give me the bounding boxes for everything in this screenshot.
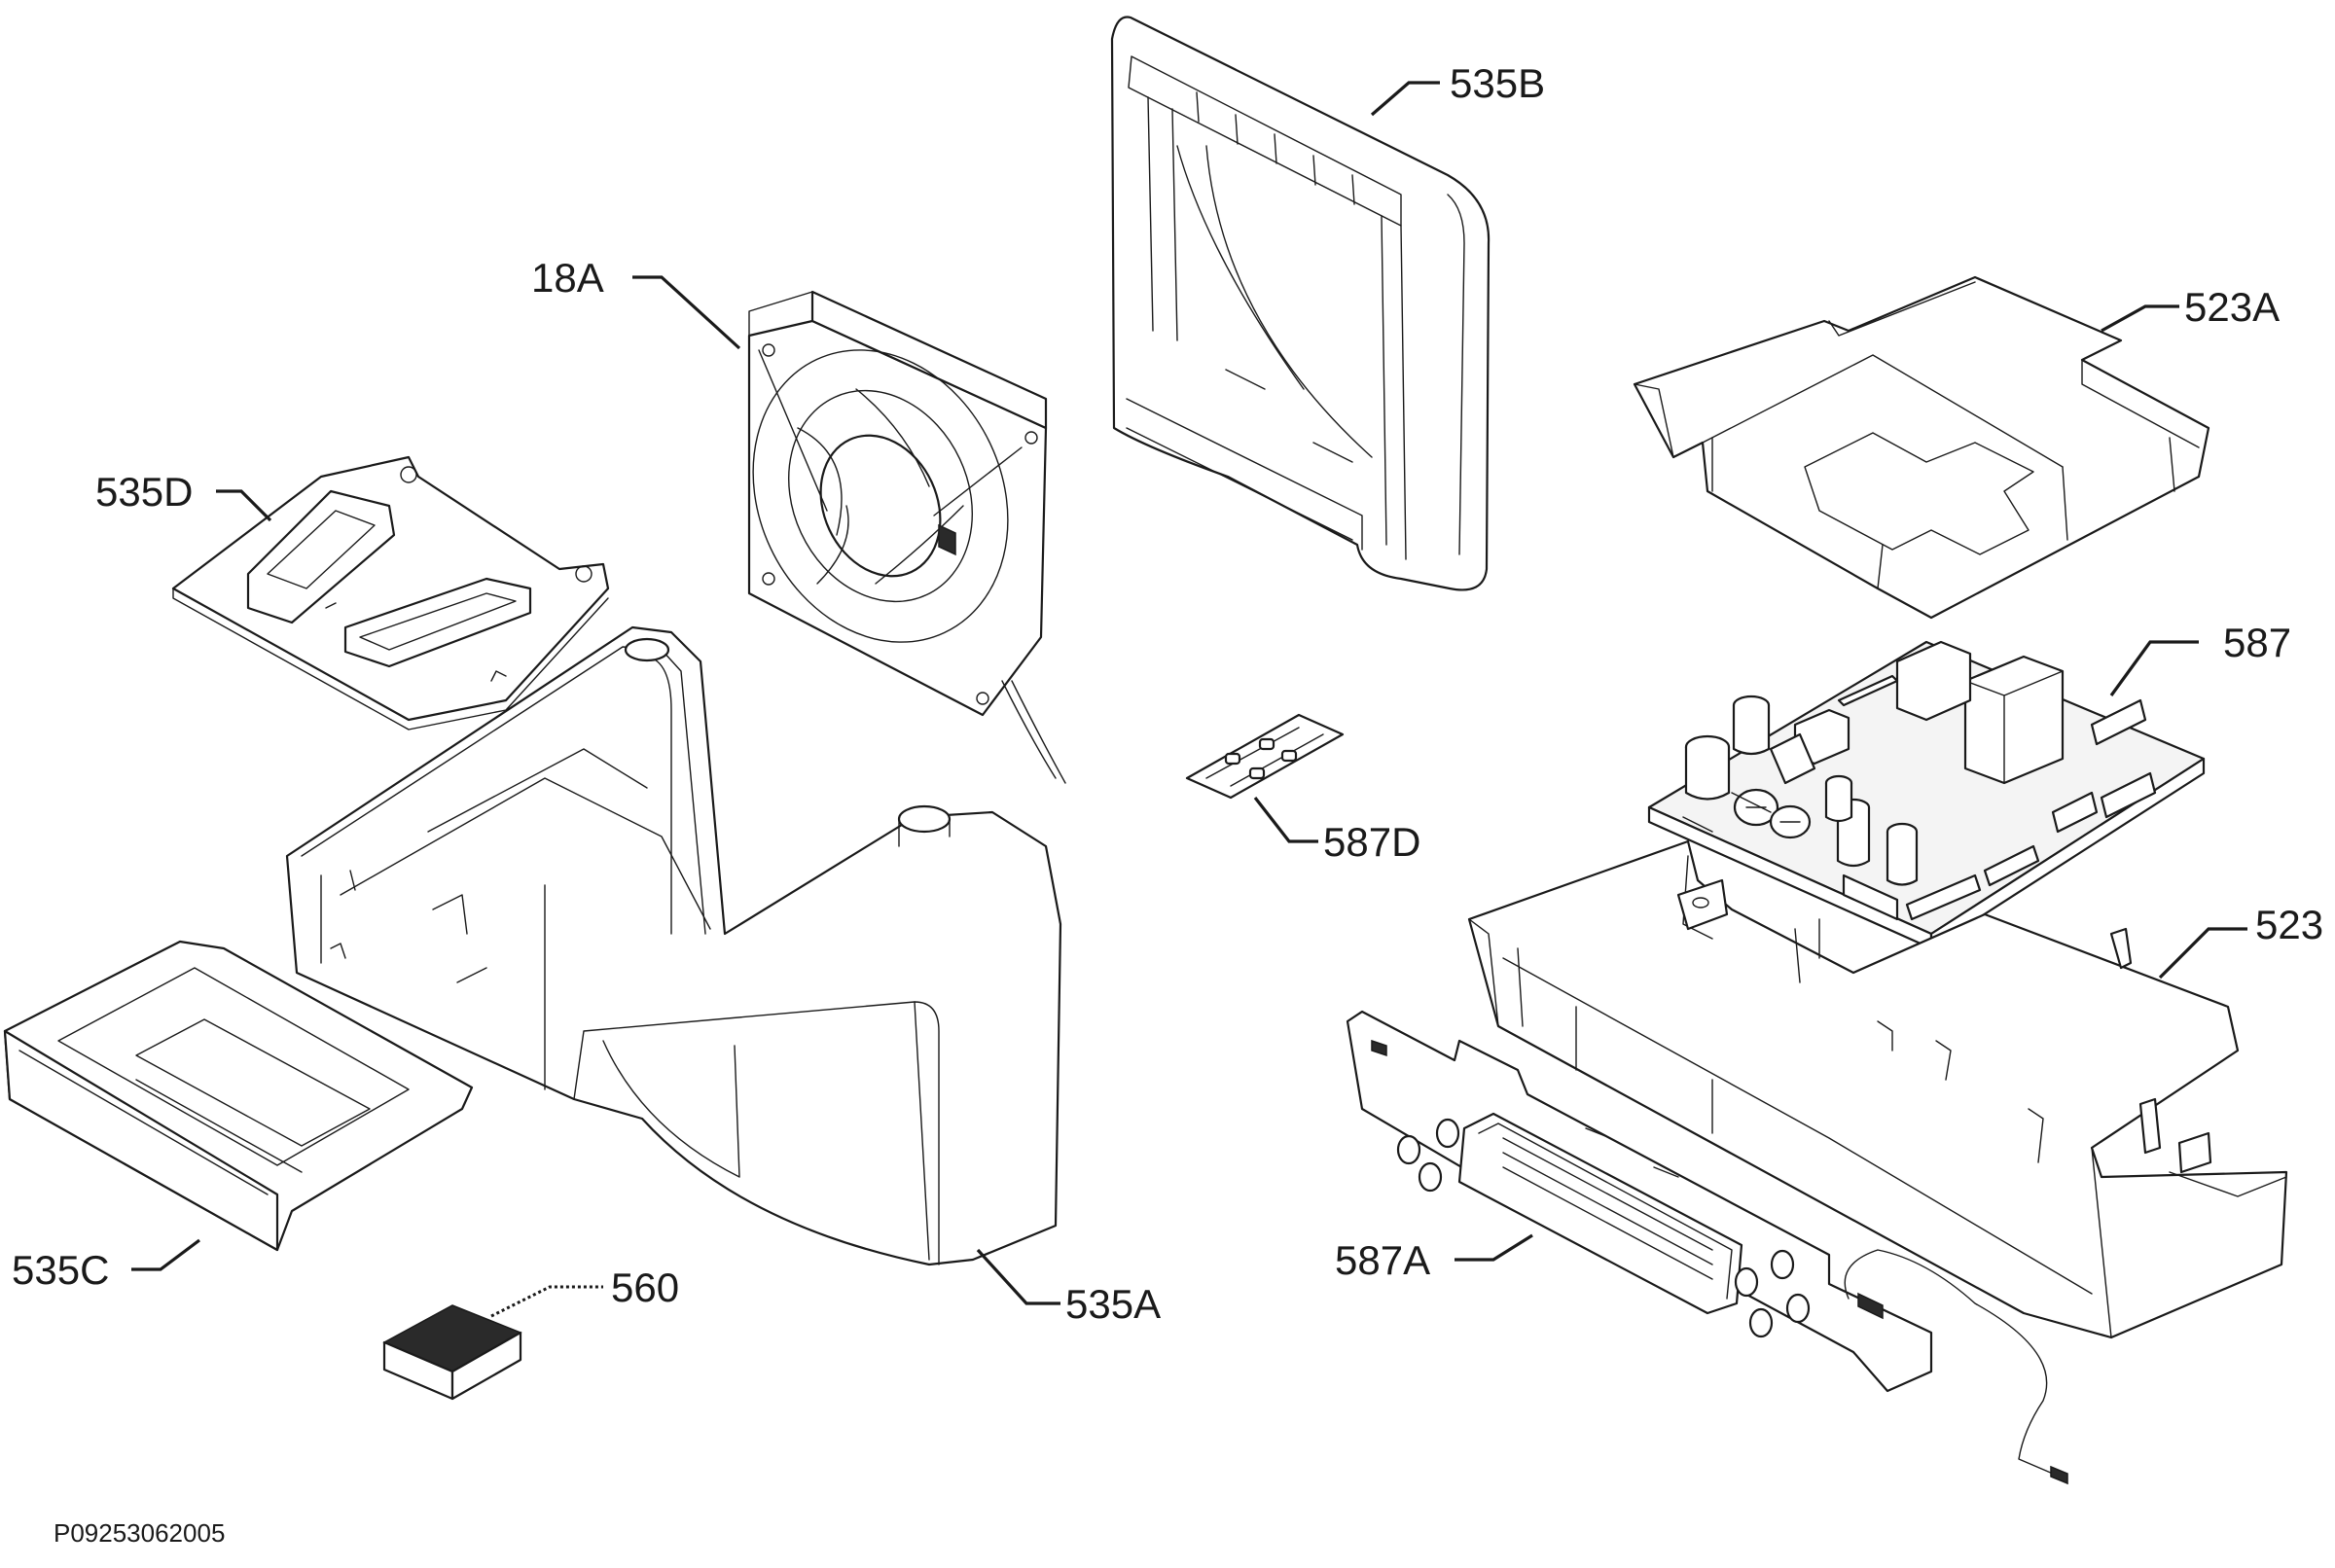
label-587: 587 bbox=[2223, 620, 2291, 665]
part-535a-drawing bbox=[285, 625, 1062, 1266]
label-523a: 523A bbox=[2184, 284, 2280, 330]
label-535b: 535B bbox=[1450, 60, 1545, 106]
part-587-drawing bbox=[1647, 640, 2206, 950]
drawing-code: P09253062005 bbox=[54, 1518, 225, 1548]
leader-587d bbox=[1253, 797, 1318, 843]
leader-18a bbox=[632, 275, 741, 350]
label-587d: 587D bbox=[1323, 819, 1420, 865]
leader-535b bbox=[1370, 81, 1440, 117]
label-560: 560 bbox=[611, 1265, 679, 1310]
part-535b-drawing bbox=[1110, 16, 1491, 591]
label-18a: 18A bbox=[531, 255, 604, 301]
label-587a: 587A bbox=[1335, 1237, 1430, 1283]
part-560-drawing bbox=[382, 1304, 522, 1401]
part-587d-drawing bbox=[1185, 713, 1345, 800]
leader-535d bbox=[216, 489, 272, 522]
label-535d: 535D bbox=[95, 469, 193, 515]
part-523a-drawing bbox=[1633, 275, 2210, 620]
leader-587 bbox=[2109, 640, 2199, 696]
leader-523 bbox=[2158, 927, 2247, 980]
part-18a-drawing bbox=[747, 290, 1066, 784]
leader-535c bbox=[131, 1238, 200, 1271]
leader-lines bbox=[131, 81, 2247, 1318]
label-535c: 535C bbox=[12, 1247, 109, 1293]
part-labels: 535B 18A 523A 535D 587 587D 523 535C 560… bbox=[12, 60, 2323, 1548]
part-587a-drawing bbox=[1346, 1010, 2068, 1485]
leader-535a bbox=[976, 1248, 1060, 1305]
part-535d-drawing bbox=[171, 455, 610, 731]
part-535c-drawing bbox=[3, 940, 474, 1252]
leader-523a bbox=[2101, 304, 2179, 333]
label-535a: 535A bbox=[1065, 1281, 1161, 1327]
leader-560 bbox=[490, 1285, 603, 1318]
leader-587a bbox=[1455, 1233, 1533, 1262]
part-523-drawing bbox=[1467, 839, 2288, 1339]
label-523: 523 bbox=[2255, 902, 2323, 947]
